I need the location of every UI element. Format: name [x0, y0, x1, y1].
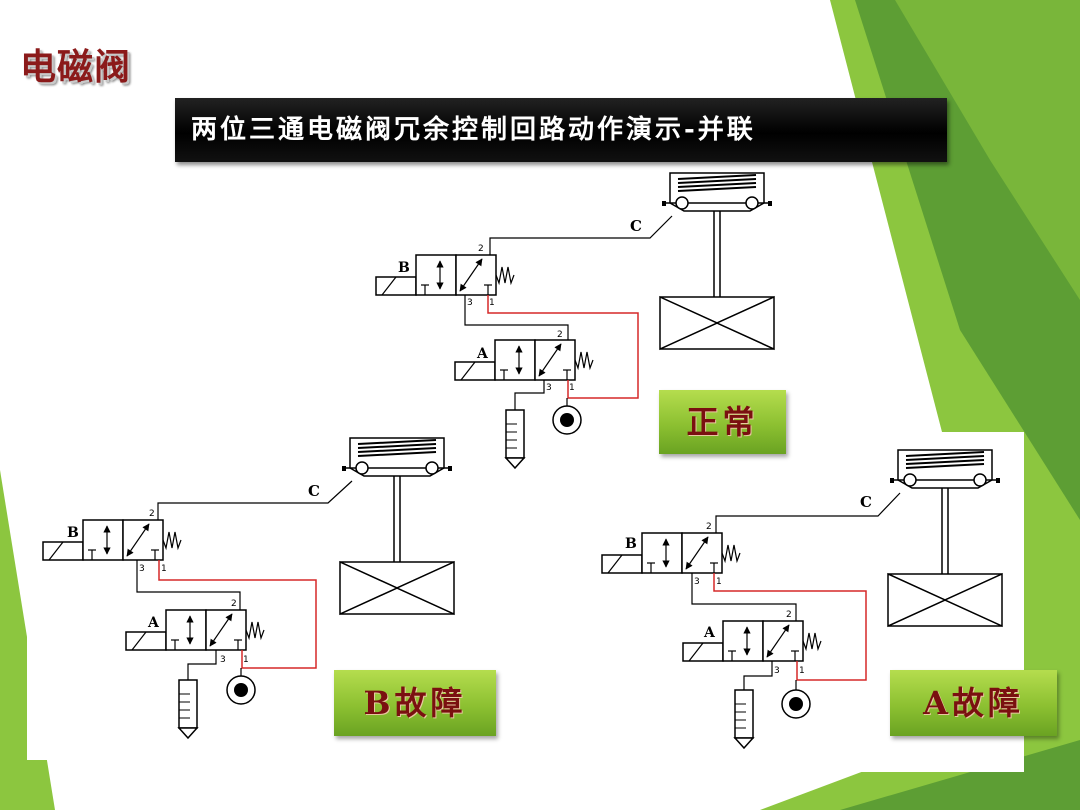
label-a: A: [147, 615, 160, 631]
port-2: 2: [478, 244, 484, 254]
port-1: 1: [489, 298, 495, 308]
port-1: 1: [716, 577, 722, 587]
label-a: A: [703, 625, 716, 641]
air-source: [226, 675, 256, 705]
port-2: 2: [706, 522, 712, 532]
port-2: 2: [557, 330, 563, 340]
status-badge-b-fault: B故障: [334, 670, 496, 736]
slide-title: 电磁阀: [20, 46, 132, 88]
label-b: B: [67, 525, 79, 541]
port-3: 3: [467, 298, 473, 308]
port-3: 3: [774, 666, 780, 676]
exhaust-muffler: [734, 689, 754, 749]
label-c: C: [860, 493, 872, 511]
port-1: 1: [569, 383, 575, 393]
valve-a: [455, 340, 593, 380]
actuator-c: [659, 172, 775, 350]
port-2: 2: [786, 610, 792, 620]
valve-b: [43, 520, 181, 560]
port-3: 3: [220, 655, 226, 665]
valve-a: [126, 610, 264, 650]
port-1: 1: [243, 655, 249, 665]
air-source: [552, 405, 582, 435]
diagram-a-fault: C B A 2 3 1 2 3 1: [602, 449, 1003, 749]
valve-b: [602, 533, 740, 573]
port-2: 2: [149, 509, 155, 519]
port-3: 3: [546, 383, 552, 393]
air-source: [781, 689, 811, 719]
label-b: B: [398, 260, 410, 276]
valve-b: [376, 255, 514, 295]
status-badge-normal: 正常: [659, 390, 786, 454]
subtitle-banner: 两位三通电磁阀冗余控制回路动作演示-并联: [175, 98, 947, 162]
actuator-c: [339, 437, 455, 615]
port-1: 1: [799, 666, 805, 676]
port-1: 1: [161, 564, 167, 574]
status-badge-a-fault: A故障: [890, 670, 1057, 736]
actuator-c: [887, 449, 1003, 627]
diagram-b-fault: C B A 2 3 1 2 3 1: [43, 437, 455, 739]
diagram-normal: C B A 2 3 1 2 3 1: [376, 172, 775, 469]
port-2: 2: [231, 599, 237, 609]
label-a: A: [476, 346, 489, 362]
exhaust-muffler: [178, 679, 198, 739]
exhaust-muffler: [505, 409, 525, 469]
label-c: C: [308, 482, 320, 500]
label-b: B: [625, 536, 637, 552]
port-3: 3: [694, 577, 700, 587]
port-3: 3: [139, 564, 145, 574]
label-c: C: [630, 217, 642, 235]
